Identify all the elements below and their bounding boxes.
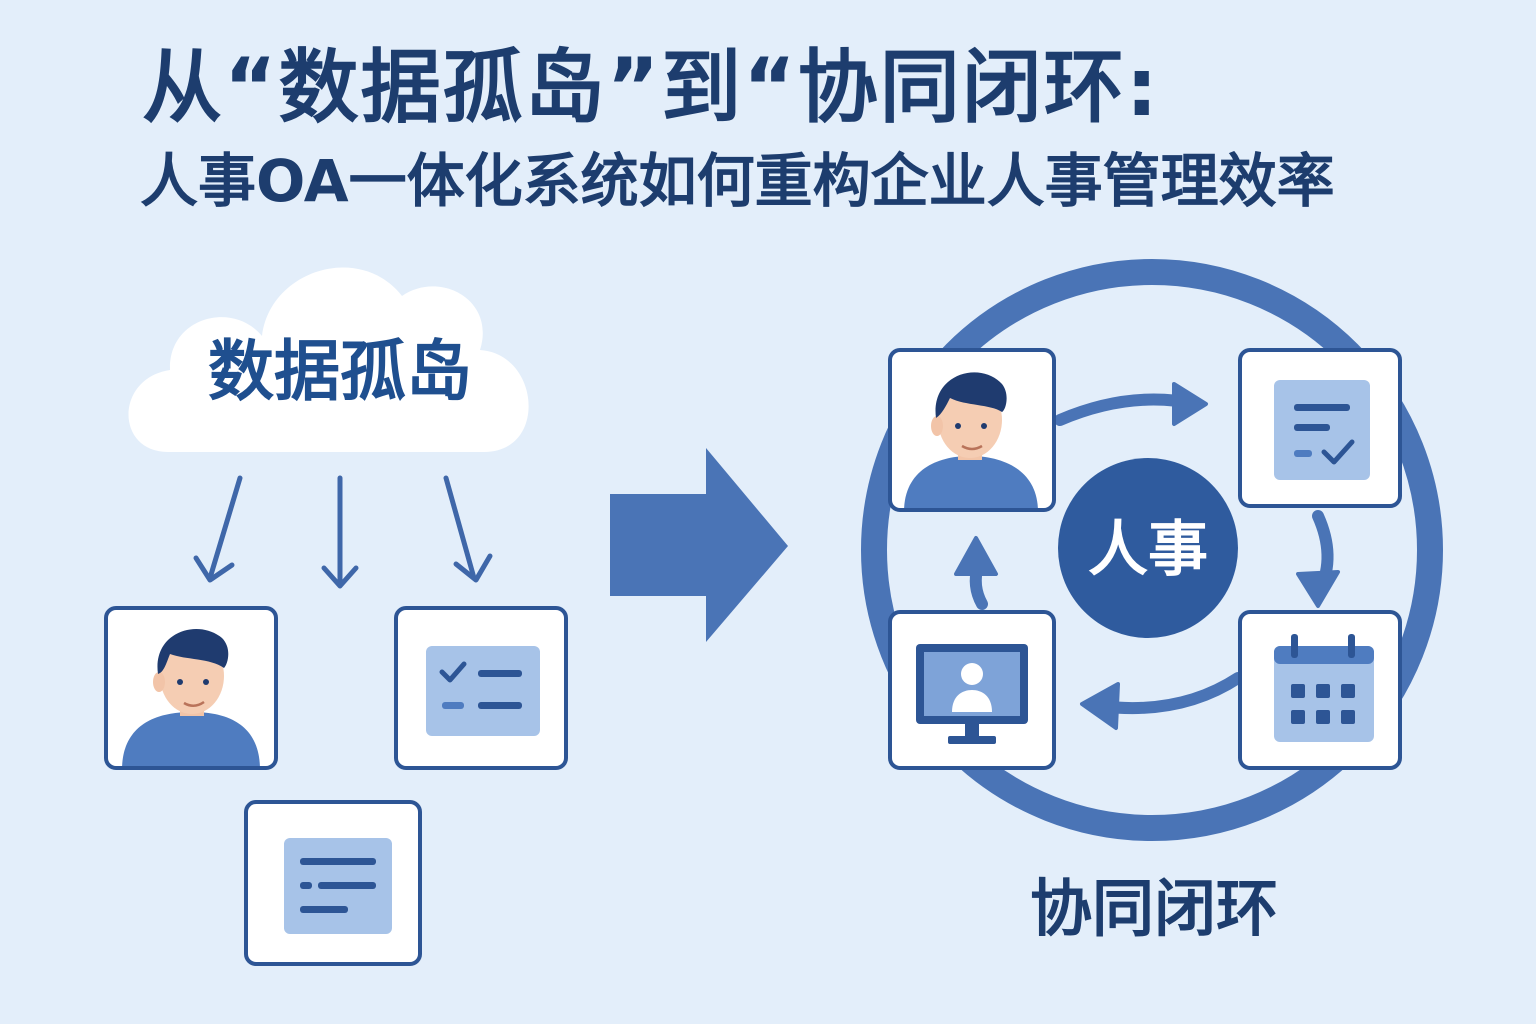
person-icon [904, 372, 1038, 508]
cloud-label: 数据孤岛 [208, 333, 472, 410]
cloud-arrows [193, 475, 493, 589]
loop-card-monitor [888, 610, 1056, 770]
calendar-icon [1274, 634, 1374, 742]
person-icon [122, 629, 260, 766]
arrow-down-center [321, 475, 359, 589]
loop-label: 协同闭环 [1030, 872, 1278, 945]
title-line-2: 人事OA一体化系统如何重构企业人事管理效率 [140, 147, 1335, 215]
transition-arrow [610, 448, 788, 642]
hub: 人事 [1058, 458, 1238, 638]
task-icon [1274, 380, 1370, 480]
arrow-left [954, 536, 998, 610]
card-checklist [394, 606, 568, 770]
title-line-1: 从“数据孤岛”到“协同闭环: [142, 41, 1160, 134]
data-island-cloud: 数据孤岛 [128, 267, 529, 452]
loop-ring [861, 259, 1443, 841]
arrow-right [1296, 510, 1340, 608]
hub-label: 人事 [1088, 515, 1208, 585]
loop-card-task [1238, 348, 1402, 508]
card-person [104, 606, 278, 770]
checklist-icon [426, 646, 540, 736]
monitor-user-icon [916, 644, 1028, 744]
card-document [244, 800, 422, 966]
arrow-top [1054, 382, 1208, 426]
loop-arrows [954, 382, 1340, 730]
arrow-down-right [443, 475, 493, 583]
document-icon [284, 838, 392, 934]
arrow-down-left [193, 475, 243, 583]
arrow-bottom [1080, 672, 1244, 730]
loop-card-calendar [1238, 610, 1402, 770]
loop-card-person [888, 348, 1056, 512]
